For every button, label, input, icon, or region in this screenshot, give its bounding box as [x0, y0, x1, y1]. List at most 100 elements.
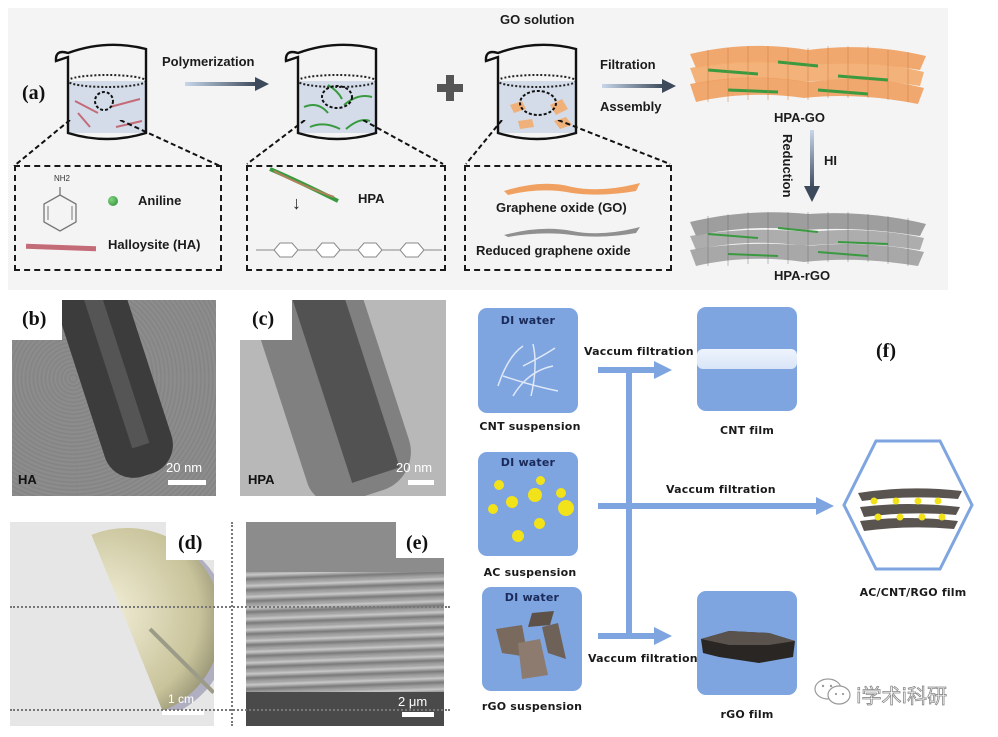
aniline-green-sphere-icon	[108, 196, 118, 206]
beaker-aniline-halloysite	[54, 43, 148, 141]
guide-line	[10, 606, 450, 608]
panel-c-scale-label: 20 nm	[396, 460, 433, 475]
hpa-rgo-label: HPA-rGO	[774, 268, 831, 283]
ac-di-water-label: DI water	[500, 456, 556, 469]
guide-line	[231, 522, 233, 726]
reduction-arrow	[804, 130, 820, 202]
panel-b-scale-label: 20 nm	[166, 460, 203, 475]
nh2-label: NH2	[54, 174, 71, 183]
assembly-label: Assembly	[600, 99, 662, 114]
panel-c-scale-bar	[408, 480, 434, 485]
hpa-go-label: HPA-GO	[774, 110, 826, 125]
wechat-icon	[814, 678, 851, 705]
watermark-text: i学术i科研	[856, 684, 948, 709]
filtration-label-rgo: Vaccum filtration	[588, 652, 698, 665]
ac-particle-icon	[512, 530, 524, 542]
ac-suspension-box: DI water	[478, 452, 578, 556]
panel-e-scale-bar	[402, 712, 434, 717]
aniline-halloysite-inset: NH2 Aniline Halloysite (HA)	[14, 165, 222, 271]
panel-d-photo: (d) 1 cm	[10, 522, 214, 726]
ac-particle-icon	[494, 480, 504, 490]
rgo-di-water-label: DI water	[504, 591, 560, 604]
polymerization-label: Polymerization	[162, 54, 255, 69]
ac-suspension-caption: AC suspension	[483, 566, 577, 579]
cnt-suspension-box: DI water	[478, 308, 578, 413]
filtration-label-composite: Vaccum filtration	[666, 483, 776, 496]
ac-particle-icon	[556, 488, 566, 498]
rgo-label: Reduced graphene oxide	[476, 243, 631, 258]
cnt-di-water-label: DI water	[500, 314, 556, 327]
rgo-film-image	[701, 631, 795, 663]
panel-e-label: (e)	[406, 532, 429, 554]
flow-arrowhead-composite-icon	[816, 497, 834, 515]
beaker-go-solution	[484, 43, 578, 141]
down-arrow-icon: ↓	[292, 193, 301, 213]
ac-particle-icon	[506, 496, 518, 508]
hi-reagent-label: HI	[824, 153, 837, 168]
flow-line-rgo	[598, 633, 658, 639]
filtration-label-cnt: Vaccum filtration	[584, 345, 694, 358]
hpa-label: HPA	[358, 191, 385, 206]
cnt-film-box	[697, 307, 797, 411]
hpa-fiber-icon	[269, 167, 339, 203]
cnt-suspension-caption: CNT suspension	[479, 420, 581, 433]
panel-f-label: (f)	[876, 340, 896, 362]
panel-d-scale-bar	[162, 710, 204, 715]
hpa-rgo-stack-illustration	[690, 212, 926, 266]
layered-film-cross-section	[246, 572, 444, 692]
cnt-film-caption: CNT film	[719, 424, 774, 437]
rgo-flakes-icon	[496, 611, 566, 679]
go-label: Graphene oxide (GO)	[496, 200, 627, 215]
beaker-hpa	[284, 43, 378, 141]
flow-arrowhead-rgo-icon	[654, 627, 672, 645]
cnt-fibers-icon	[497, 343, 559, 397]
cnt-film-image	[697, 349, 797, 369]
rgo-suspension-box: DI water	[482, 587, 582, 691]
halloysite-label: Halloysite (HA)	[108, 237, 201, 252]
plus-icon	[437, 75, 463, 101]
hpa-inset: ↓ HPA	[246, 165, 446, 271]
ac-particle-icon	[528, 488, 542, 502]
flow-line-vertical	[626, 367, 632, 635]
rgo-suspension-caption: rGO suspension	[481, 700, 583, 713]
ac-particle-icon	[558, 500, 574, 516]
panel-b-scale-bar	[168, 480, 206, 485]
ac-particle-icon	[534, 518, 545, 529]
polyaniline-structure-icon	[256, 242, 442, 258]
ha-sample-label: HA	[18, 472, 37, 487]
guide-line	[10, 709, 450, 711]
rgo-film-box	[697, 591, 797, 695]
zoom-lines-2	[246, 120, 444, 165]
flow-line-ac	[598, 503, 818, 509]
flow-arrowhead-cnt-icon	[654, 361, 672, 379]
go-rgo-inset: Graphene oxide (GO) Reduced graphene oxi…	[464, 165, 672, 271]
graphene-oxide-sheet-icon	[504, 183, 640, 195]
filtration-arrow	[602, 79, 676, 93]
panel-a-label: (a)	[22, 82, 46, 104]
reduction-label: Reduction	[780, 134, 795, 198]
ac-particle-icon	[536, 476, 545, 485]
panel-d-label: (d)	[178, 532, 203, 554]
rgo-sheet-icon	[504, 227, 640, 237]
halloysite-tube-icon	[25, 243, 97, 252]
filtration-label: Filtration	[600, 57, 656, 72]
polymerization-arrow	[185, 77, 269, 91]
zoom-lines-3	[465, 120, 671, 165]
rgo-film-caption: rGO film	[720, 708, 774, 721]
aniline-structure-icon	[43, 187, 77, 232]
hpa-sample-label: HPA	[248, 472, 275, 487]
panel-e-scale-label: 2 μm	[398, 694, 428, 709]
zoom-lines-1	[13, 120, 221, 167]
ac-particle-icon	[488, 504, 498, 514]
composite-film-hexagon	[842, 439, 974, 571]
aniline-label: Aniline	[138, 193, 182, 208]
panel-d-scale-label: 1 cm	[168, 692, 195, 706]
panel-c-tem-image: (c) HPA 20 nm	[240, 300, 446, 496]
go-solution-label: GO solution	[500, 12, 575, 27]
panel-b-tem-image: (b) HA 20 nm	[12, 300, 216, 496]
hpa-go-stack-illustration	[690, 45, 926, 104]
panel-e-sem-image: (e) 2 μm	[246, 522, 444, 726]
composite-film-caption: AC/CNT/RGO film	[859, 586, 967, 599]
panel-b-label: (b)	[22, 308, 47, 330]
panel-c-label: (c)	[252, 308, 275, 330]
